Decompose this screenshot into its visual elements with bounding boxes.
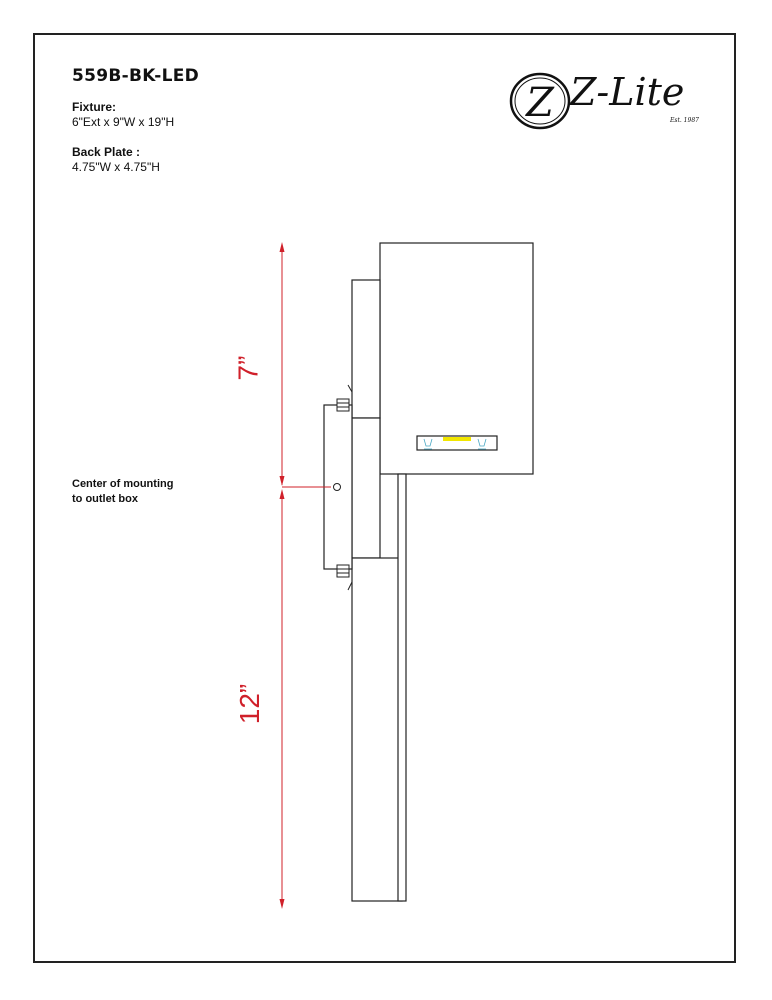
dimension-upper-label: 7” [232, 355, 264, 381]
middle-connector [351, 417, 381, 559]
dimension-line-lower [279, 489, 285, 909]
mounting-center-point [333, 483, 341, 491]
dimension-lower-label: 12” [234, 683, 266, 725]
fixture-label: Fixture: [72, 100, 117, 114]
logo-text: Z-Lite [570, 70, 685, 114]
mounting-center-note: Center of mounting to outlet box [72, 477, 173, 507]
fixture-dimensions: 6"Ext x 9"W x 19"H [72, 115, 175, 129]
mounting-note-line-1: Center of mounting [72, 478, 174, 490]
lower-bar-edge [397, 473, 407, 902]
drawing-frame [33, 33, 736, 963]
led-strip [443, 437, 471, 441]
top-screw [336, 384, 353, 418]
bottom-screw [336, 558, 353, 591]
dimension-line-upper [279, 242, 285, 486]
model-number: 559B-BK-LED [72, 66, 200, 86]
led-clips [423, 438, 487, 450]
mounting-note-line-2: to outlet box [72, 493, 138, 505]
led-housing [416, 435, 498, 451]
backplate-dimensions: 4.75"W x 4.75"H [72, 160, 160, 174]
backplate-label: Back Plate : [72, 145, 141, 159]
z-lite-logo-icon: Z [509, 72, 571, 130]
logo-established: Est. 1987 [670, 117, 699, 124]
lower-bar [351, 557, 403, 902]
logo-mark-letter: Z [524, 80, 555, 126]
upper-back-bar [351, 279, 381, 419]
